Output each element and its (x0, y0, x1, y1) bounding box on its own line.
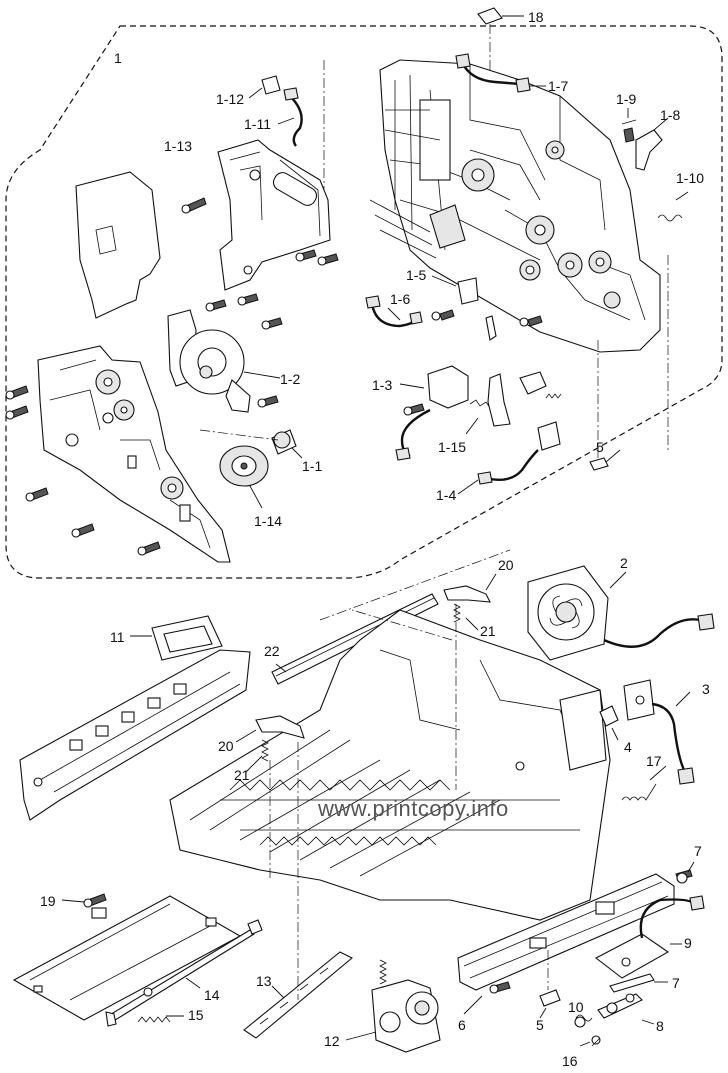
label-1-2: 1-2 (280, 371, 300, 387)
part-1-8-lever (635, 129, 663, 171)
label-13: 13 (256, 973, 272, 989)
part-3-sensor-harness (623, 679, 695, 785)
part-12-solenoid (371, 959, 441, 1053)
part-1-1-gear (271, 429, 297, 455)
label-1-11: 1-11 (244, 116, 271, 132)
label-1: 1 (114, 50, 122, 66)
label-20-right: 20 (498, 557, 514, 573)
label-3: 3 (702, 681, 710, 697)
frame-gears (461, 140, 621, 309)
base-plate-lower (12, 895, 242, 1021)
label-8: 8 (656, 1018, 664, 1034)
label-21-right: 21 (480, 623, 496, 639)
label-7-upper: 7 (694, 843, 702, 859)
label-1-14: 1-14 (254, 513, 282, 529)
label-1-1: 1-1 (302, 458, 322, 474)
part-5-upper-pad (589, 457, 609, 471)
part-10-spring (574, 1014, 593, 1028)
part-1-3-switch (395, 365, 469, 461)
part-4-actuator (599, 705, 619, 727)
label-5-lower: 5 (536, 1017, 544, 1033)
watermark-text: www.printcopy.info (317, 796, 509, 821)
part-1-11-harness (283, 87, 303, 147)
label-2: 2 (620, 555, 628, 571)
part-1-9-screw (621, 119, 637, 143)
part-1-2-motor-drive (167, 309, 251, 413)
part-7-lever-bracket (609, 973, 655, 993)
part-1-14-gear (219, 445, 269, 487)
part-16-clip (591, 1035, 601, 1047)
part-1-13-side-bracket (217, 139, 331, 291)
part-14-rod (105, 919, 263, 1027)
part-20-guide-right (443, 585, 491, 603)
label-1-9: 1-9 (616, 91, 636, 107)
part-1-10-spring (657, 214, 683, 222)
label-1-10: 1-10 (676, 170, 704, 186)
side-plate-gears (95, 369, 184, 500)
part-1-15-spring (469, 373, 511, 427)
part-5-lower-pad (539, 989, 561, 1007)
part-1-12-connector (261, 75, 281, 95)
part-6-guide-rail (457, 873, 675, 994)
label-1-8: 1-8 (660, 107, 680, 123)
label-14: 14 (204, 987, 220, 1003)
label-22: 22 (264, 643, 280, 659)
label-6: 6 (458, 1017, 466, 1033)
label-16: 16 (562, 1053, 578, 1069)
part-8-lever (597, 993, 643, 1019)
label-21-left: 21 (234, 767, 250, 783)
part-1-6-harness (365, 295, 423, 328)
rear-rail-left (19, 649, 251, 821)
label-17: 17 (646, 753, 662, 769)
part-19-screw (83, 893, 107, 908)
screws-upper-left (5, 197, 339, 556)
label-20-left: 20 (218, 738, 234, 754)
part-18-ferrite-core (477, 7, 503, 25)
label-1-15: 1-15 (438, 439, 466, 455)
part-21-spring-right (453, 603, 461, 623)
part-7-screw (675, 869, 693, 884)
label-11: 11 (110, 629, 125, 645)
label-18: 18 (528, 9, 544, 25)
label-1-13: 1-13 (164, 138, 192, 154)
label-1-6: 1-6 (390, 291, 410, 307)
part-2-cooling-fan (527, 565, 715, 661)
label-1-3: 1-3 (372, 377, 392, 393)
label-19: 19 (40, 893, 56, 909)
label-7-lower: 7 (672, 975, 680, 991)
part-21-spring-left (261, 739, 269, 762)
label-4: 4 (624, 739, 632, 755)
part-labels: 1 18 1-7 1-12 1-11 1-9 1-8 1-13 1-10 1-5… (40, 9, 710, 1069)
label-10: 10 (568, 999, 584, 1015)
lower-base-frame (169, 609, 611, 921)
label-1-12: 1-12 (216, 91, 244, 107)
part-15-spring (137, 1016, 171, 1023)
label-1-7: 1-7 (548, 78, 568, 94)
insulation-sheet (75, 171, 161, 319)
label-5-upper: 5 (596, 439, 604, 455)
part-1-4-harness (477, 371, 562, 485)
part-1-7-harness (455, 53, 531, 93)
part-20-guide-left (255, 715, 305, 739)
label-12: 12 (324, 1033, 340, 1049)
part-1-5-sensor (457, 277, 479, 305)
label-1-4: 1-4 (436, 487, 456, 503)
assembly-1-boundary (5, 25, 723, 579)
label-9: 9 (684, 935, 692, 951)
label-15: 15 (188, 1007, 204, 1023)
left-side-plate (37, 345, 231, 563)
label-1-5: 1-5 (406, 267, 426, 283)
part-17-spring (621, 783, 657, 801)
part-9-sensor-board (594, 895, 705, 979)
part-11-cushion (151, 615, 223, 661)
main-frame-chassis (369, 59, 661, 353)
small-screws-mid (431, 309, 543, 341)
